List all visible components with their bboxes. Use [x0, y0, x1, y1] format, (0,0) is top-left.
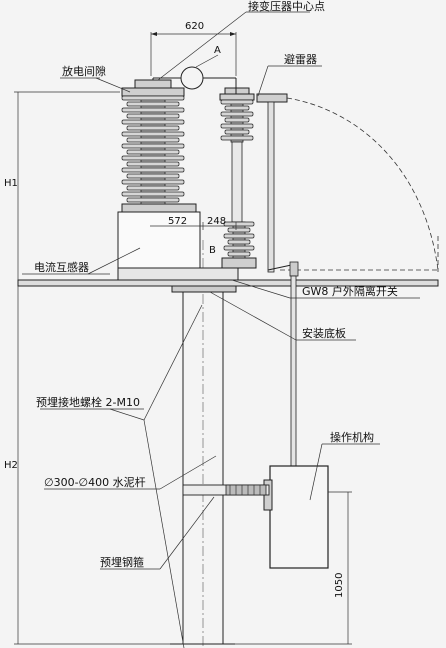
- insulator-shed: [126, 185, 180, 191]
- insulator-shed: [223, 245, 255, 251]
- mechanism-bracket: [182, 484, 270, 496]
- insulator-shed: [121, 131, 185, 137]
- point-a-label: A: [214, 45, 221, 56]
- operating-rod: [290, 275, 297, 467]
- insulator-shed: [121, 155, 185, 161]
- concrete-pole: [170, 240, 235, 646]
- dimension-1050: 1050: [235, 491, 352, 645]
- dim-620-label: 620: [185, 21, 204, 32]
- insulator-shed: [121, 95, 185, 101]
- insulator-shed: [126, 125, 180, 131]
- dimension-h2: H2: [4, 286, 170, 645]
- transformer-center-label: 接变压器中心点: [248, 0, 325, 13]
- insulator-shed: [224, 129, 250, 135]
- dim-248-label: 248: [207, 216, 226, 227]
- h2-label: H2: [4, 460, 18, 471]
- pole-label: ∅300-∅400 水泥杆: [44, 475, 146, 489]
- insulator-shed: [223, 221, 255, 227]
- insulator-shed: [121, 119, 185, 125]
- disconnector-label: GW8 户外隔离开关: [302, 284, 398, 298]
- dim-1050-label: 1050: [334, 573, 345, 598]
- embedded-cage-label: 预埋钢箍: [100, 555, 144, 569]
- operating-mechanism-box: [263, 465, 329, 569]
- insulator-shed: [121, 191, 185, 197]
- arrester-insulator: [219, 87, 255, 223]
- arrester-label: 避雷器: [284, 52, 317, 66]
- discharge-gap-label: 放电间隙: [62, 64, 106, 78]
- insulator-shed: [126, 113, 180, 119]
- insulator-shed: [126, 101, 180, 107]
- embedded-bolts-label: 预埋接地螺栓 2-M10: [36, 395, 140, 409]
- insulator-shed: [121, 167, 185, 173]
- point-b-label: B: [209, 245, 216, 256]
- arrester-lower-insulator: [221, 221, 257, 269]
- insulator-shed: [224, 105, 250, 111]
- insulator-shed: [126, 197, 180, 203]
- dimension-620: 620: [150, 21, 237, 76]
- current-transformer-label: 电流互感器: [34, 260, 89, 274]
- operating-mechanism-label: 操作机构: [330, 430, 374, 444]
- transformer-center-point: [152, 66, 237, 94]
- insulator-shed: [220, 99, 254, 105]
- insulator-shed: [227, 227, 251, 233]
- insulator-shed: [126, 137, 180, 143]
- leader-lines: [22, 11, 420, 648]
- insulator-shed: [220, 111, 254, 117]
- insulator-shed: [220, 123, 254, 129]
- insulator-shed: [126, 173, 180, 179]
- insulator-shed: [121, 179, 185, 185]
- insulator-shed: [223, 233, 255, 239]
- dimension-572-248: 572 248: [150, 216, 237, 230]
- current-transformer-body: [117, 203, 201, 269]
- insulator-shed: [227, 251, 251, 257]
- dim-572-label: 572: [168, 216, 187, 227]
- insulator-shed: [121, 143, 185, 149]
- insulator-shed: [126, 161, 180, 167]
- insulator-shed: [126, 149, 180, 155]
- mounting-base: [17, 267, 439, 293]
- disconnector-switch: [256, 93, 440, 277]
- insulator-shed: [121, 107, 185, 113]
- insulator-shed: [220, 135, 254, 141]
- insulator-shed: [224, 117, 250, 123]
- base-plate-label: 安装底板: [302, 326, 346, 340]
- dimension-h1: H1: [4, 91, 120, 280]
- h1-label: H1: [4, 178, 18, 189]
- discharge-gap-insulator: [121, 79, 185, 205]
- insulator-shed: [227, 239, 251, 245]
- arrester-post: [231, 141, 243, 223]
